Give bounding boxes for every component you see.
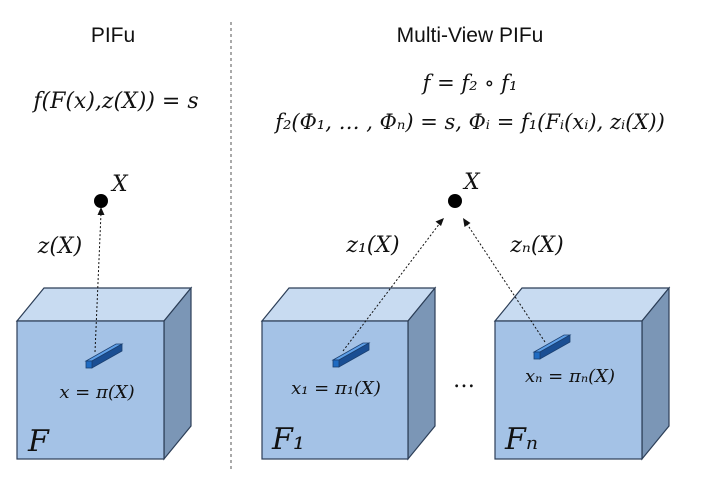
feature-label-n: Fₙ <box>504 422 538 457</box>
proj-label-1: x₁ = π₁(X) <box>291 378 381 399</box>
pixel-ray-1 <box>331 342 371 368</box>
depth-arrow-1 <box>342 222 441 352</box>
point-label-multi: X <box>462 170 481 195</box>
pixel-ray-n <box>532 334 572 360</box>
query-point-multi <box>448 194 462 208</box>
query-point-single <box>94 194 108 208</box>
depth-arrow-n <box>466 223 546 343</box>
feature-cube-1 <box>260 286 437 461</box>
proj-label-n: xₙ = πₙ(X) <box>525 366 615 387</box>
cube-front-face <box>261 320 409 460</box>
depth-label-n: zₙ(X) <box>509 233 563 258</box>
feature-cube-n <box>493 286 671 461</box>
pifu-title: PIFu <box>91 24 135 47</box>
arrowhead-1 <box>435 218 444 226</box>
multiview-title: Multi-View PIFu <box>397 24 544 47</box>
depth-label-single: z(X) <box>37 234 82 259</box>
pifu-equation: f(F(x),z(X)) = s <box>31 89 198 114</box>
multiview-equation-1: f = f₂ ∘ f₁ <box>421 71 518 95</box>
cube-front-face <box>16 320 165 460</box>
arrowhead-single <box>97 207 105 215</box>
pixel-ray-single <box>84 343 124 369</box>
feature-label-single: F <box>27 424 50 459</box>
multiview-equation-2: f₂(Φ₁, … , Φₙ) = s, Φᵢ = f₁(Fᵢ(xᵢ), zᵢ(X… <box>273 110 665 134</box>
point-label-single: X <box>110 172 129 197</box>
depth-arrow-single <box>94 212 102 353</box>
proj-label-single: x = π(X) <box>59 382 134 403</box>
arrowhead-n <box>463 218 471 227</box>
cube-top-face <box>493 287 671 322</box>
feature-cube-single <box>15 286 193 461</box>
ellipsis: … <box>453 368 475 393</box>
cube-top-face <box>15 287 193 322</box>
cube-top-face <box>260 287 437 322</box>
cube-front-face <box>494 320 643 460</box>
depth-label-1: z₁(X) <box>345 233 399 258</box>
feature-label-1: F₁ <box>271 422 305 457</box>
